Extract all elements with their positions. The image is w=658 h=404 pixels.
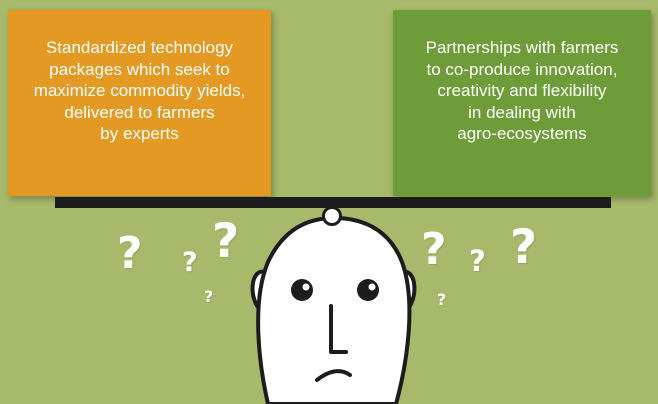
right-approach-box: Partnerships with farmers to co-produce … — [393, 10, 651, 196]
right-approach-text: Partnerships with farmers to co-produce … — [425, 38, 619, 143]
question-mark-icon: ? — [117, 228, 143, 279]
question-mark-icon: ? — [510, 220, 538, 275]
balance-pivot — [322, 206, 342, 226]
question-mark-icon: ? — [212, 214, 240, 269]
question-mark-icon: ? — [469, 244, 486, 278]
question-mark-icon: ? — [204, 287, 214, 306]
question-mark-icon: ? — [421, 224, 447, 275]
question-mark-icon: ? — [182, 247, 198, 278]
left-approach-box: Standardized technology packages which s… — [8, 10, 271, 196]
balance-beam-icon — [55, 197, 611, 208]
left-approach-text: Standardized technology packages which s… — [33, 38, 246, 143]
question-mark-icon: ? — [437, 290, 447, 309]
